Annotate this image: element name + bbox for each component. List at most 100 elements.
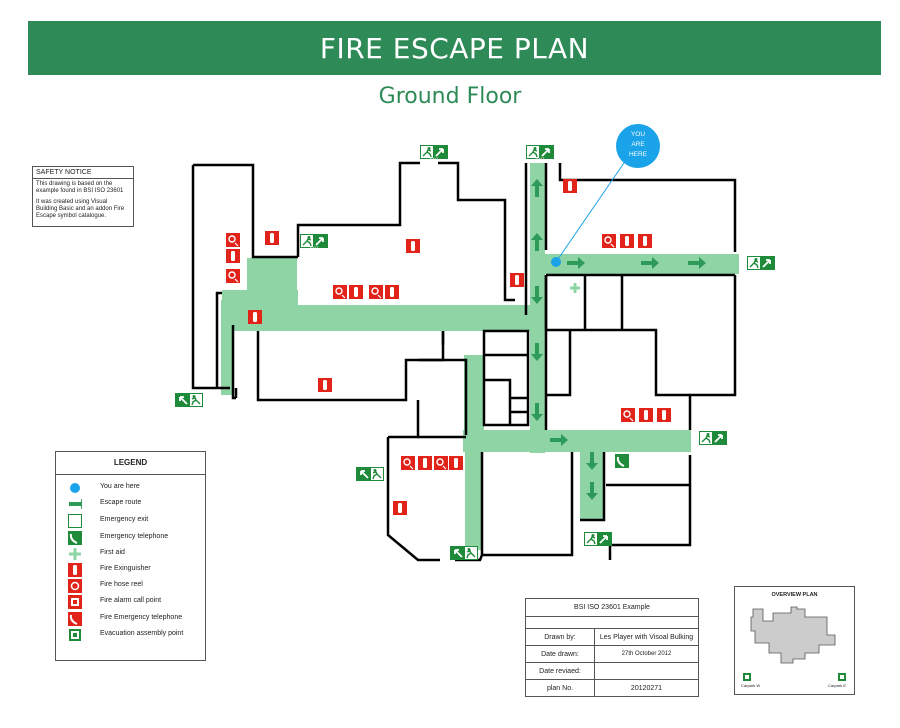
legend-item: Fire hose reel bbox=[56, 579, 205, 593]
legend-item: Emergency telephone bbox=[56, 531, 205, 545]
fire-alarm-call-point-icon bbox=[418, 456, 432, 470]
fire-extinguisher-icon bbox=[248, 310, 262, 324]
table-row: Date reviaed: bbox=[526, 662, 698, 680]
safety-notice-text-1: This drawing is based on the example fou… bbox=[36, 181, 124, 194]
fire-extinguisher-icon bbox=[406, 239, 420, 253]
fire-telephone-icon bbox=[332, 284, 348, 300]
table-label: plan No. bbox=[526, 679, 595, 696]
first-aid-cross-icon bbox=[68, 547, 82, 561]
carpark-right-label: Carpark E bbox=[828, 683, 847, 688]
legend-label: Fire hose reel bbox=[100, 581, 143, 588]
legend-item: Escape route bbox=[56, 497, 205, 511]
blue-dot-icon bbox=[68, 481, 82, 495]
emergency-exit-icon bbox=[174, 392, 204, 408]
fire-extinguisher-icon bbox=[265, 231, 279, 245]
blue-dot-icon bbox=[551, 257, 561, 267]
emergency-exit-icon bbox=[583, 531, 613, 547]
emergency-exit-icon bbox=[449, 545, 479, 561]
table-row: plan No.20120271 bbox=[526, 679, 698, 696]
fire-extinguisher-icon bbox=[68, 563, 82, 577]
emergency-exit-icon bbox=[68, 514, 82, 528]
title-block-blank-row bbox=[526, 617, 698, 629]
legend-label: Emergency exit bbox=[100, 516, 149, 523]
fire-alarm-call-point-icon bbox=[349, 285, 363, 299]
building-walls bbox=[191, 161, 737, 562]
you-are-here-line-3: HERE bbox=[629, 151, 648, 158]
fire-extinguisher-icon bbox=[318, 378, 332, 392]
assembly-point-icon bbox=[68, 628, 82, 642]
legend-label: You are here bbox=[100, 483, 140, 490]
legend-label: Fire alarm call point bbox=[100, 597, 162, 604]
fire-telephone-icon bbox=[225, 268, 241, 284]
safety-notice-title: SAFETY NOTICE bbox=[33, 167, 133, 179]
fire-extinguisher-icon bbox=[449, 456, 463, 470]
legend-label: Emergency telephone bbox=[100, 533, 169, 540]
safety-notice-text-2: It was created using Visual Building Bas… bbox=[36, 199, 125, 219]
plan-title: FIRE ESCAPE PLAN bbox=[319, 31, 590, 65]
fire-telephone-icon bbox=[225, 232, 241, 248]
table-row: Date drawn:27th October 2012 bbox=[526, 645, 698, 663]
legend-label: First aid bbox=[100, 549, 125, 556]
table-value: 27th October 2012 bbox=[594, 645, 698, 663]
fire-extinguisher-icon bbox=[657, 408, 671, 422]
emergency-exit-icon bbox=[698, 430, 728, 446]
legend-item: Evacuation assembly point bbox=[56, 628, 205, 642]
green-arrow-icon bbox=[68, 497, 82, 511]
legend-title: LEGEND bbox=[56, 452, 205, 475]
legend-item: Fire Exinguisher bbox=[56, 563, 205, 577]
emergency-exit-icon bbox=[746, 255, 776, 271]
table-value bbox=[594, 662, 698, 680]
table-label: Drawn by: bbox=[526, 629, 595, 646]
fire-equipment bbox=[225, 179, 671, 515]
overview-title: OVERVIEW PLAN bbox=[771, 592, 818, 598]
exit-sign-label: EXIT bbox=[536, 156, 545, 161]
fire-alarm-call-point-icon bbox=[620, 234, 634, 248]
fire-hose-reel-icon bbox=[226, 249, 240, 263]
table-value: Les Player with Visoal Bulking bbox=[594, 629, 698, 646]
table-label: Date drawn: bbox=[526, 645, 595, 663]
overview-building-outline bbox=[743, 606, 846, 681]
fire-telephone-icon bbox=[400, 455, 416, 471]
title-block-table: Drawn by:Les Player with Visoal Bulking … bbox=[526, 629, 698, 696]
legend-item: Fire Emergency telephone bbox=[56, 612, 205, 626]
title-block-title: BSI ISO 23601 Example bbox=[526, 599, 698, 617]
fire-alarm-call-point-icon bbox=[68, 595, 82, 609]
title-block: BSI ISO 23601 Example Drawn by:Les Playe… bbox=[525, 598, 699, 697]
fire-telephone-icon bbox=[620, 407, 636, 423]
carpark-left-label: Carpark W bbox=[741, 683, 761, 688]
green-phone-icon bbox=[615, 454, 629, 468]
fire-hose-reel-icon bbox=[68, 579, 82, 593]
first-aid-cross-icon bbox=[570, 283, 580, 293]
legend-item: Fire alarm call point bbox=[56, 595, 205, 609]
legend-label: Fire Exinguisher bbox=[100, 565, 151, 572]
exit-sign-label: EXIT bbox=[310, 245, 319, 250]
safety-notice: SAFETY NOTICE This drawing is based on t… bbox=[32, 166, 134, 227]
fire-extinguisher-icon bbox=[510, 273, 524, 287]
you-are-here-line-2: ARE bbox=[631, 141, 645, 148]
table-value: 20120271 bbox=[594, 679, 698, 696]
fire-extinguisher-icon bbox=[393, 501, 407, 515]
emergency-exits: EXIT EXIT EXIT bbox=[174, 144, 776, 561]
emergency-exit-icon: EXIT bbox=[525, 144, 555, 161]
legend-item: First aid bbox=[56, 547, 205, 561]
table-row: Drawn by:Les Player with Visoal Bulking bbox=[526, 629, 698, 646]
legend-label: Evacuation assembly point bbox=[100, 630, 184, 637]
fire-telephone-icon bbox=[433, 455, 449, 471]
legend-panel: LEGEND You are here Escape route Emergen… bbox=[55, 451, 206, 661]
exit-sign-label: EXIT bbox=[430, 156, 439, 161]
escape-route-corridors bbox=[221, 163, 739, 550]
title-banner: FIRE ESCAPE PLAN bbox=[28, 21, 881, 75]
legend-item: You are here bbox=[56, 481, 205, 495]
fire-extinguisher-icon bbox=[563, 179, 577, 193]
legend-item: Emergency exit bbox=[56, 514, 205, 528]
emergency-exit-icon: EXIT bbox=[299, 233, 329, 250]
fire-telephone-icon bbox=[368, 284, 384, 300]
you-are-here-line-1: YOU bbox=[631, 131, 645, 138]
legend-label: Escape route bbox=[100, 499, 142, 506]
overview-plan: OVERVIEW PLAN Carpark W Carpark E bbox=[734, 586, 855, 695]
you-are-here-marker: YOU ARE HERE bbox=[551, 124, 660, 267]
fire-telephone-icon bbox=[601, 233, 617, 249]
table-label: Date reviaed: bbox=[526, 662, 595, 680]
fire-extinguisher-icon bbox=[385, 285, 399, 299]
fire-telephone-icon bbox=[68, 612, 82, 626]
